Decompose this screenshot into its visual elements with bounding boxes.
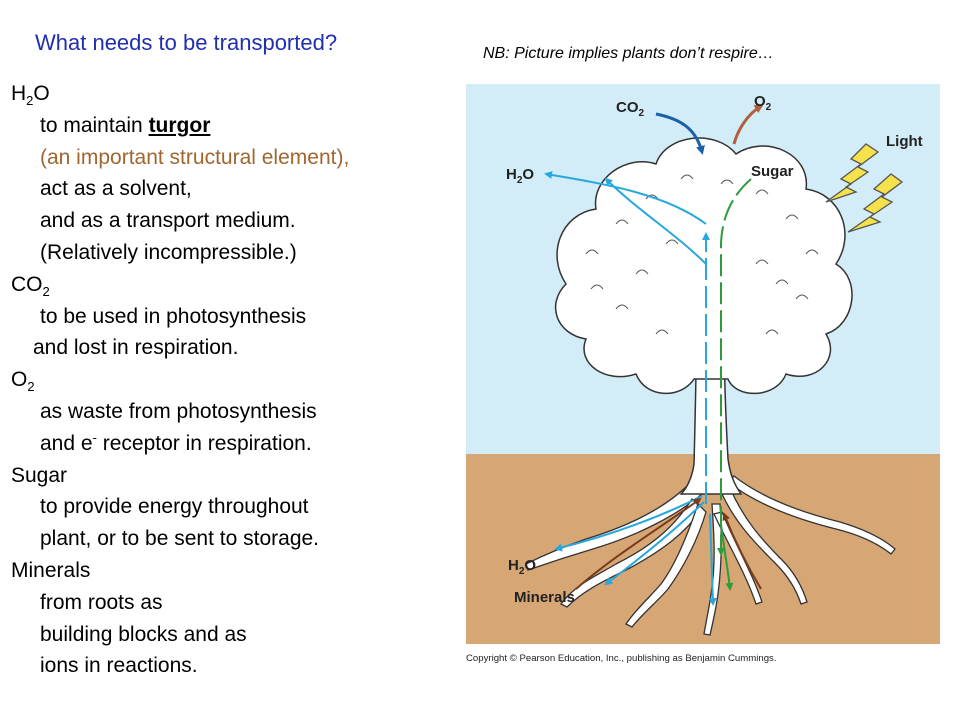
transport-list: H2O to maintain turgor (an important str… — [11, 78, 461, 682]
canopy — [555, 137, 853, 395]
h2o-bottom-label: H2O — [508, 557, 536, 577]
o2-line-1: as waste from photosynthesis — [40, 399, 317, 423]
o2-heading: O2 — [11, 368, 35, 395]
turgor-term: turgor — [148, 113, 211, 137]
tree-transport-diagram: CO2 O2 Light H2O Sugar H2O Minerals Copy… — [466, 84, 940, 668]
mineral-flow-arrows — [575, 497, 762, 590]
o2-arrow — [732, 104, 764, 145]
light-bolt-icon — [825, 143, 904, 233]
co2-label: CO2 — [616, 99, 645, 119]
sugar-heading: Sugar — [11, 463, 68, 487]
sugar-label: Sugar — [751, 163, 794, 180]
canopy-texture — [585, 174, 819, 335]
h2o-line-5: (Relatively incompressible.) — [40, 240, 297, 264]
h2o-heading: H2O — [11, 82, 50, 109]
slide-title: What needs to be transported? — [35, 30, 338, 55]
light-label: Light — [886, 133, 923, 150]
h2o-line-4: and as a transport medium. — [40, 209, 296, 233]
co2-line-1: to be used in photosynthesis — [40, 304, 307, 328]
h2o-line-2: (an important structural element), — [40, 145, 350, 169]
minerals-line-2: building blocks and as — [40, 622, 247, 646]
o2-line-2: and e- receptor in respiration. — [40, 429, 312, 455]
sugar-flow-arrows — [717, 178, 752, 591]
minerals-heading: Minerals — [11, 558, 91, 582]
sugar-line-2: plant, or to be sent to storage. — [40, 527, 320, 551]
minerals-label: Minerals — [514, 589, 575, 606]
minerals-line-3: ions in reactions. — [40, 654, 198, 678]
copyright-caption: Copyright © Pearson Education, Inc., pub… — [466, 653, 777, 664]
roots — [525, 475, 896, 636]
sugar-line-1: to provide energy throughout — [40, 495, 309, 519]
note-text: NB: Picture implies plants don’t respire… — [483, 45, 774, 62]
minerals-line-1: from roots as — [40, 590, 163, 614]
h2o-line-3: act as a solvent, — [40, 177, 192, 201]
caption-strip — [466, 644, 940, 668]
o2-label: O2 — [754, 93, 772, 113]
co2-line-2: and lost in respiration. — [33, 336, 239, 360]
co2-heading: CO2 — [11, 272, 50, 299]
h2o-line-1: to maintain turgor — [40, 113, 211, 137]
water-flow-arrows — [544, 171, 717, 606]
h2o-top-label: H2O — [506, 166, 534, 186]
co2-arrow — [655, 112, 705, 155]
